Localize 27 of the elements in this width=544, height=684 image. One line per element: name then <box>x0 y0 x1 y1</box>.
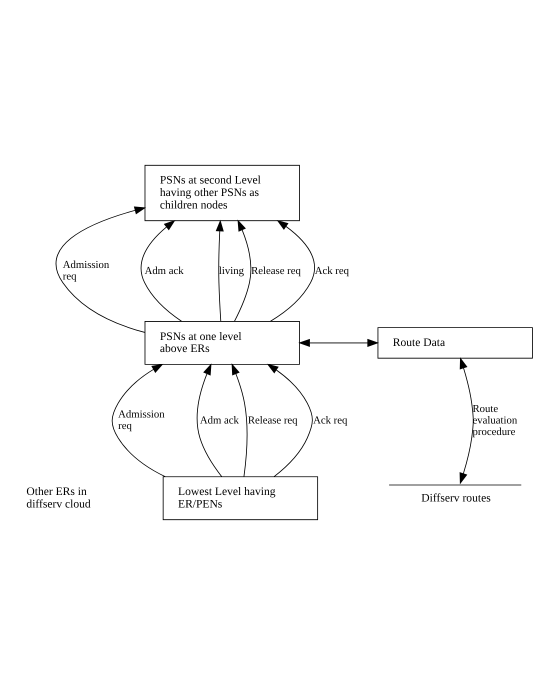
node-text: Diffserv routes <box>421 491 491 504</box>
arrow <box>298 338 379 346</box>
edge-label: Adm ack <box>200 414 239 426</box>
edge-label: Release req <box>251 264 301 276</box>
node-box: Route Data <box>378 326 533 358</box>
node-box: Lowest Level having ER/PENs <box>162 476 318 520</box>
edge-label: living <box>218 264 244 276</box>
arrow <box>216 219 224 322</box>
node-box: PSNs at one level above ERs <box>144 320 300 364</box>
arrow <box>140 220 182 322</box>
edge-label: Route evaluation procedure <box>472 402 518 438</box>
arrow <box>232 362 248 477</box>
label: Other ERs in diffserv cloud <box>26 484 91 510</box>
edge-label: Ack req <box>313 414 348 426</box>
arrow <box>196 362 222 477</box>
arrow <box>460 356 474 484</box>
edge-label: Ack req <box>314 264 349 276</box>
arrow <box>270 220 315 322</box>
edge-label: Adm ack <box>144 264 184 276</box>
edge-label: Release req <box>248 414 298 426</box>
edge-label: Admission req <box>118 408 165 432</box>
arrow <box>234 219 252 322</box>
node-box: PSNs at second Level having other PSNs as children nodes <box>144 164 300 221</box>
arrow <box>56 206 146 332</box>
arrow <box>266 363 313 477</box>
arrow <box>112 363 166 477</box>
edge-label: Admission req <box>62 258 110 282</box>
